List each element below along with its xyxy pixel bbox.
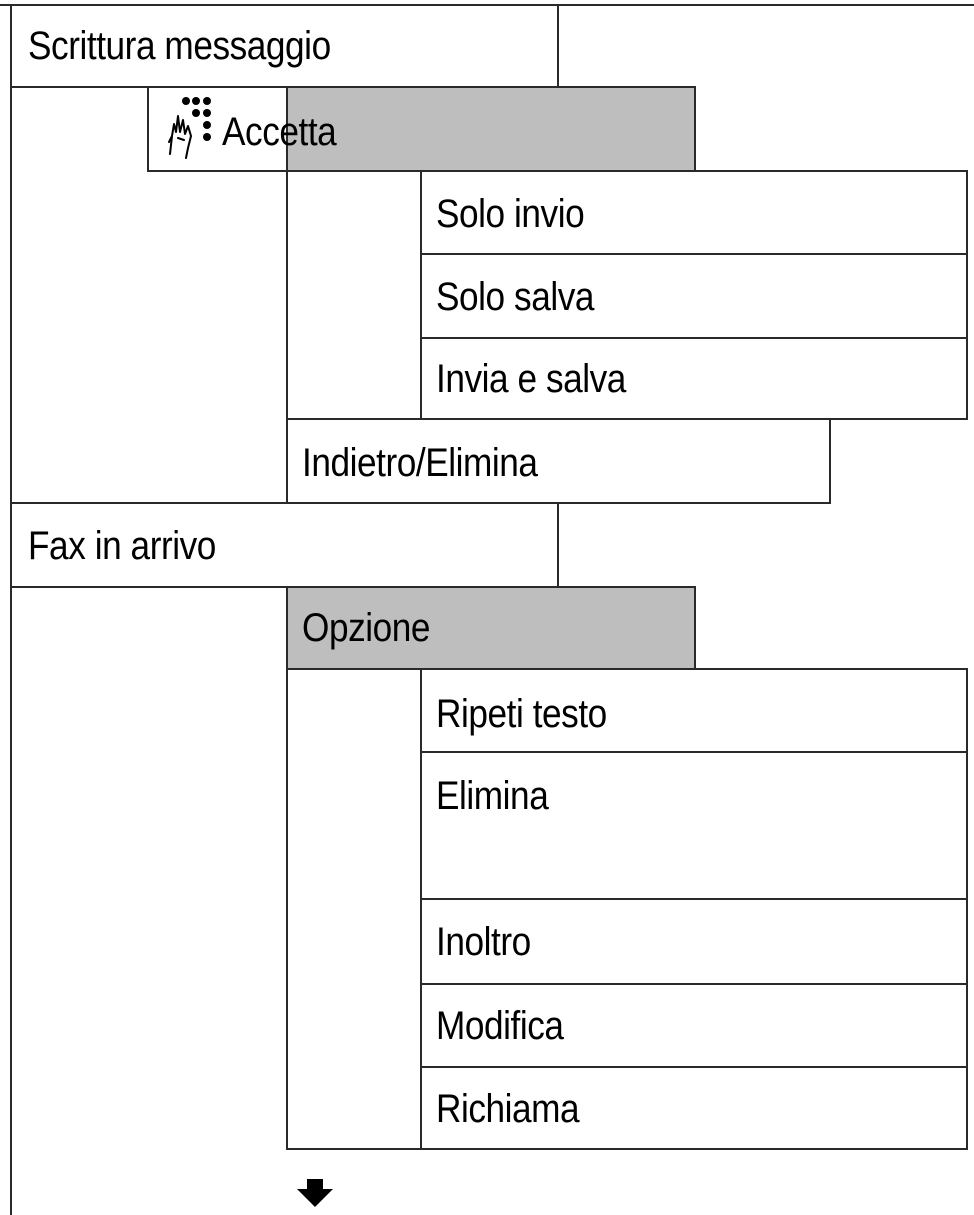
submenu-item-label: Invia e salva <box>436 357 626 401</box>
submenu-item-solo-invio[interactable] <box>420 170 968 255</box>
menu-item-fax-in-arrivo[interactable] <box>10 502 559 588</box>
submenu-item-label: Solo invio <box>436 192 585 236</box>
indietro-elimina-label: Indietro/Elimina <box>302 441 538 485</box>
submenu-item-ripeti-testo[interactable] <box>420 668 968 753</box>
submenu-item-label: Solo salva <box>436 275 595 319</box>
accetta-submenu-frame <box>286 170 422 422</box>
submenu-item-richiama[interactable] <box>420 1066 968 1150</box>
opzione-label: Opzione <box>302 606 431 650</box>
submenu-item-label: Inoltro <box>436 920 531 964</box>
submenu-item-label: Modifica <box>436 1004 564 1048</box>
menu-item-label: Fax in arrivo <box>28 524 216 568</box>
submenu-item-label: Ripeti testo <box>436 692 607 736</box>
arrow-down-icon <box>297 1179 333 1207</box>
submenu-item-label: Elimina <box>436 774 549 818</box>
hand-keypad-icon <box>168 97 211 159</box>
section-body-frame <box>10 86 30 505</box>
submenu-item-label: Richiama <box>436 1087 580 1131</box>
accetta-highlight <box>286 86 696 172</box>
accetta-button[interactable] <box>147 86 288 172</box>
accetta-label: Accetta <box>222 110 337 154</box>
submenu-item-elimina[interactable] <box>420 751 968 900</box>
opzione-submenu-frame <box>286 668 422 1150</box>
menu-item-label: Scrittura messaggio <box>28 24 331 68</box>
left-rule <box>10 4 12 1215</box>
